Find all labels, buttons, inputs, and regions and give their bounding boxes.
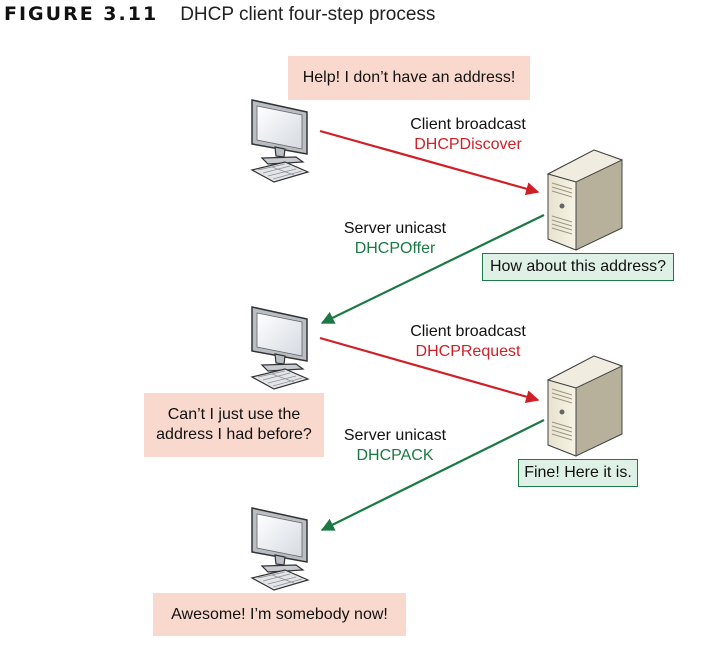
message-label-dhcpoffer: Server unicast DHCPOffer — [320, 219, 470, 259]
message-label-dhcprequest: Client broadcast DHCPRequest — [388, 322, 548, 362]
figure-caption: DHCP client four-step process — [180, 4, 436, 25]
server-tower-icon — [547, 149, 623, 251]
bubble-line: address I had before? — [156, 426, 312, 443]
client-speech-bubble: Help! I don’t have an address! — [288, 56, 530, 100]
message-kind: Client broadcast — [410, 116, 526, 133]
server-tower-icon — [547, 355, 623, 457]
arrow-dhcpoffer — [320, 214, 545, 324]
message-label-dhcpack: Server unicast DHCPACK — [320, 426, 470, 466]
arrow-dhcpack — [320, 419, 545, 531]
server-speech-bubble: Fine! Here it is. — [518, 459, 638, 487]
message-kind: Server unicast — [343, 220, 447, 237]
message-name: DHCPDiscover — [414, 136, 522, 153]
client-speech-bubble: Awesome! I’m somebody now! — [153, 593, 406, 636]
message-name: DHCPACK — [356, 447, 434, 464]
bubble-line: Can’t I just use the — [167, 406, 301, 423]
client-computer-icon — [251, 99, 309, 183]
message-name: DHCPRequest — [415, 343, 521, 360]
client-computer-icon — [251, 306, 309, 390]
message-kind: Server unicast — [343, 427, 447, 444]
figure-title: FIGURE 3.11 DHCP client four-step proces… — [4, 3, 435, 29]
message-label-dhcpdiscover: Client broadcast DHCPDiscover — [388, 115, 548, 155]
server-speech-bubble: How about this address? — [482, 253, 674, 281]
figure-label: FIGURE 3.11 — [4, 3, 159, 25]
client-speech-bubble: Can’t I just use the address I had befor… — [144, 393, 324, 457]
message-name: DHCPOffer — [354, 240, 436, 257]
arrow-dhcprequest — [319, 336, 540, 404]
client-computer-icon — [251, 507, 309, 591]
arrow-dhcpdiscover — [319, 129, 540, 196]
message-kind: Client broadcast — [410, 323, 526, 340]
